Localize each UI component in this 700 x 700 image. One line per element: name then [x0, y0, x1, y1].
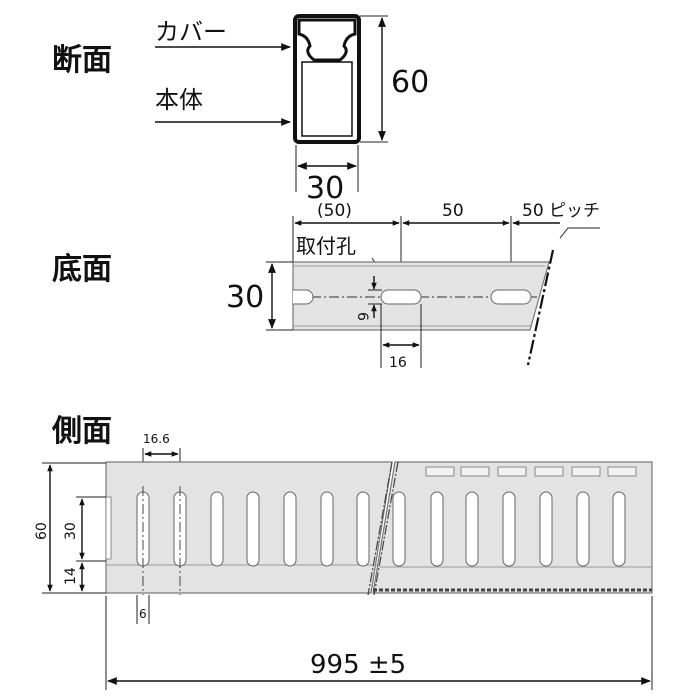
cross-section-height: 60 — [391, 65, 429, 100]
side-cover-tab — [497, 466, 527, 477]
mounting-hole-label: 取付孔 — [296, 234, 356, 258]
side-cover-tab — [425, 466, 455, 477]
pitch-note: 50 ピッチ — [522, 201, 600, 221]
mounting-hole — [380, 289, 422, 305]
section-title-cross-section: 断面 — [52, 43, 112, 78]
total-length-value: 995 ±5 — [310, 650, 406, 680]
mounting-hole-end — [293, 289, 314, 305]
first-pitch-value: (50) — [317, 201, 352, 221]
side-slit — [465, 491, 479, 567]
side-cover-tab — [607, 466, 637, 477]
section-title-side-view: 側面 — [51, 414, 112, 449]
slit-width-value: 6 — [139, 607, 147, 621]
side-slit — [210, 491, 224, 567]
side-slits-right — [392, 466, 637, 567]
side-break-line — [367, 461, 393, 596]
side-cover-tab — [534, 466, 564, 477]
side-height-value: 60 — [34, 522, 50, 540]
side-slit — [430, 491, 444, 567]
side-slit — [576, 491, 590, 567]
cover-label: カバー — [155, 18, 227, 46]
hole-length-value: 16 — [389, 355, 407, 371]
mounting-hole — [490, 289, 532, 305]
side-view: 16.6 60 30 14 — [34, 432, 653, 690]
side-slit — [392, 491, 406, 567]
bottom-width-value: 30 — [226, 280, 264, 315]
side-slit — [246, 491, 260, 567]
cover-profile — [297, 18, 357, 62]
cross-section-width: 30 — [306, 171, 344, 206]
body-label: 本体 — [155, 86, 203, 114]
duct-inner-wall — [301, 61, 353, 137]
hole-width-value: 6 — [354, 312, 370, 321]
side-slit — [539, 491, 553, 567]
pitch-value: 50 — [442, 201, 464, 221]
side-slit — [283, 491, 297, 567]
side-slit — [612, 491, 626, 567]
base-height-value: 14 — [63, 567, 79, 585]
bottom-view: (50) 50 50 ピッチ 取付孔 30 6 16 — [226, 201, 600, 371]
bottom-break-line — [526, 249, 555, 366]
side-slit — [502, 491, 516, 567]
slit-length-value: 30 — [63, 522, 79, 540]
section-title-bottom-view: 底面 — [52, 252, 112, 287]
duct-outer-wall — [293, 14, 361, 144]
side-slits-left — [136, 491, 370, 567]
side-slit — [356, 491, 370, 567]
side-slit — [320, 491, 334, 567]
side-break-line — [373, 461, 399, 596]
slit-pitch-value: 16.6 — [143, 432, 170, 446]
side-cover-tab — [460, 466, 490, 477]
pitch-note-leader — [559, 227, 600, 239]
side-cover-tab — [571, 466, 601, 477]
side-end-notch — [105, 496, 112, 560]
cross-section-view: カバー 本体 60 30 — [155, 14, 429, 206]
